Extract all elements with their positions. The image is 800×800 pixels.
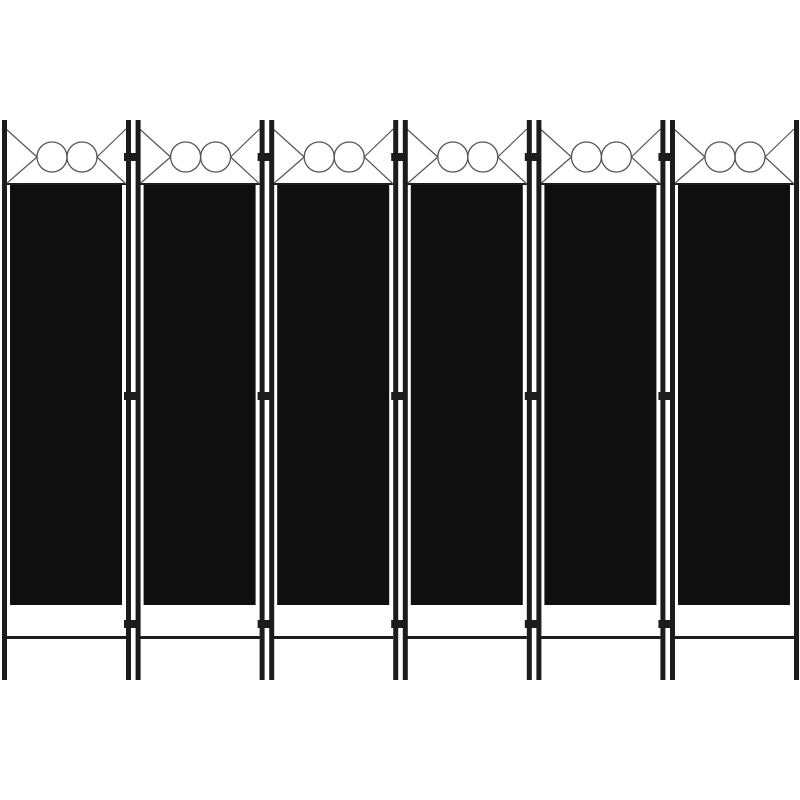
- hinge: [391, 153, 406, 161]
- hinge: [124, 392, 138, 400]
- ornament-wire: [539, 128, 572, 158]
- fabric-panel: [143, 185, 256, 605]
- divider-panel: [2, 120, 138, 680]
- frame-post: [670, 120, 675, 680]
- ornament-wire: [139, 128, 172, 158]
- frame-post: [135, 120, 141, 680]
- ornament-wire: [363, 156, 394, 185]
- ornament-wire: [230, 128, 261, 158]
- ornament-ring: [600, 141, 633, 173]
- ornament-wire: [139, 156, 171, 185]
- ornament-wire: [497, 128, 528, 158]
- hinge: [124, 153, 138, 161]
- ornament-wire: [96, 128, 127, 158]
- fabric-panel: [544, 185, 657, 605]
- hinge: [257, 153, 272, 161]
- fabric-panel: [277, 185, 390, 605]
- frame-post: [794, 120, 799, 680]
- ornament-ring: [36, 141, 68, 173]
- bottom-bar: [540, 636, 661, 639]
- divider-panel: [269, 120, 406, 680]
- ornament-wire: [5, 156, 38, 185]
- hinge: [257, 392, 272, 400]
- fabric-panel: [10, 185, 122, 605]
- hinge: [391, 392, 406, 400]
- ornament-wire: [497, 156, 528, 185]
- frame-post: [269, 120, 275, 680]
- ornament-wire: [5, 128, 38, 158]
- ornament-wire: [764, 156, 795, 185]
- top-rail: [674, 183, 794, 185]
- ornament-wire: [272, 156, 305, 185]
- frame-post: [2, 120, 7, 680]
- hinge: [391, 620, 406, 628]
- top-rail: [406, 183, 527, 185]
- top-rail: [6, 183, 126, 185]
- divider-panel: [135, 120, 272, 680]
- bottom-bar: [139, 636, 260, 639]
- ornament-wire: [673, 156, 706, 185]
- hinge: [658, 392, 673, 400]
- ornament-wire: [540, 156, 572, 185]
- bottom-bar: [674, 636, 794, 639]
- ornament-wire: [96, 156, 127, 185]
- frame-post: [402, 120, 408, 680]
- hinge: [658, 153, 673, 161]
- ornament-wire: [406, 156, 439, 185]
- ornament-ring: [734, 141, 766, 173]
- ornament-ring: [570, 141, 603, 173]
- ornament-ring: [66, 141, 98, 173]
- frame-post: [536, 120, 542, 680]
- ornament-wire: [630, 128, 661, 158]
- bottom-bar: [273, 636, 394, 639]
- ornament-wire: [272, 128, 305, 158]
- ornament-ring: [437, 141, 469, 173]
- ornament-ring: [303, 141, 335, 173]
- top-rail: [139, 183, 260, 185]
- fabric-panel: [410, 185, 523, 605]
- ornament-ring: [467, 141, 499, 173]
- top-rail: [273, 183, 394, 185]
- divider-panel: [670, 120, 799, 680]
- bottom-bar: [6, 636, 126, 639]
- top-rail: [540, 183, 661, 185]
- hinge: [658, 620, 673, 628]
- ornament-wire: [230, 156, 261, 185]
- ornament-wire: [764, 128, 795, 158]
- ornament-ring: [169, 141, 202, 173]
- ornament-wire: [363, 128, 394, 158]
- hinge: [124, 620, 138, 628]
- ornament-ring: [333, 141, 365, 173]
- divider-panel: [402, 120, 539, 680]
- divider-panel: [536, 120, 673, 680]
- ornament-ring: [704, 141, 736, 173]
- ornament-wire: [673, 128, 706, 158]
- ornament-ring: [199, 141, 232, 173]
- hinge: [524, 392, 539, 400]
- hinge: [257, 620, 272, 628]
- hinge: [524, 620, 539, 628]
- hinge: [524, 153, 539, 161]
- ornament-wire: [406, 128, 439, 158]
- ornament-wire: [630, 156, 661, 185]
- fabric-panel: [678, 185, 790, 605]
- bottom-bar: [406, 636, 527, 639]
